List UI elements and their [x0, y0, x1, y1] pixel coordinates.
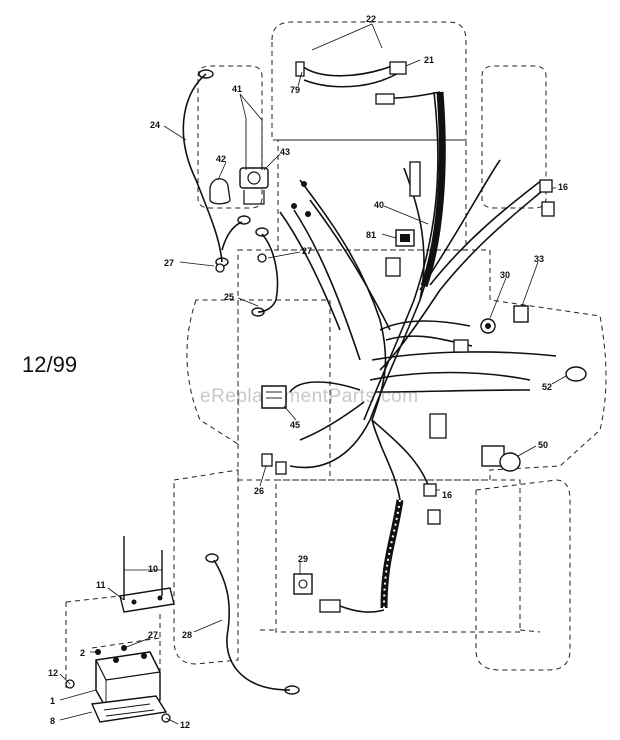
- callout-33: 33: [534, 254, 544, 264]
- callout-30: 30: [500, 270, 510, 280]
- switch-16-upper: [539, 179, 555, 217]
- callout-16b: 16: [442, 490, 452, 500]
- solenoid-43: [239, 118, 269, 205]
- date-code: 12/99: [22, 352, 78, 377]
- connector-52: [565, 366, 587, 382]
- callout-40: 40: [374, 200, 384, 210]
- callout-28: 28: [182, 630, 192, 640]
- fuse-holder: [429, 339, 469, 439]
- callout-16a: 16: [558, 182, 568, 192]
- callout-2: 2: [80, 648, 85, 658]
- callout-50: 50: [538, 440, 548, 450]
- tractor-outline: [173, 21, 607, 671]
- callout-45: 45: [290, 420, 300, 430]
- callout-10: 10: [148, 564, 158, 574]
- callout-41: 41: [232, 84, 242, 94]
- boot-42: [209, 178, 231, 205]
- callout-29: 29: [298, 554, 308, 564]
- callout-22: 22: [366, 14, 376, 24]
- wiring-harness: [279, 91, 557, 501]
- connector-26: [261, 453, 287, 475]
- callout-52: 52: [542, 382, 552, 392]
- callout-27b: 27: [302, 246, 312, 256]
- switch-29: [293, 573, 313, 595]
- callout-25: 25: [224, 292, 234, 302]
- battery-bracket-dash: [65, 595, 161, 700]
- callout-27c: 27: [148, 630, 158, 640]
- switch-33: [513, 305, 529, 323]
- callouts: 22 21 79 41 24 42 43 27 27 25 40 81 16 3…: [48, 14, 568, 730]
- callout-24: 24: [150, 120, 160, 130]
- switch-16-lower: [423, 483, 441, 525]
- leader-lines: [59, 23, 567, 725]
- switch-30: [480, 318, 496, 334]
- callout-43: 43: [280, 147, 290, 157]
- rods-10: [123, 536, 163, 600]
- callout-12b: 12: [180, 720, 190, 730]
- ignition-switch-50: [481, 445, 521, 472]
- callout-21: 21: [424, 55, 434, 65]
- module-45: [261, 385, 287, 409]
- callout-79: 79: [290, 85, 300, 95]
- hold-down-11: [119, 587, 175, 613]
- relay-81: [395, 229, 415, 247]
- callout-1: 1: [50, 696, 55, 706]
- ground-cable-25: [251, 227, 279, 317]
- battery-cable-24: [182, 69, 251, 267]
- connector-40: [385, 161, 421, 277]
- battery-cable-28: [205, 553, 300, 695]
- callout-81: 81: [366, 230, 376, 240]
- connector-rear: [319, 599, 385, 613]
- battery-tray-8: [90, 695, 168, 723]
- callout-11: 11: [96, 580, 106, 590]
- harness-loom: [380, 91, 446, 609]
- callout-26: 26: [254, 486, 264, 496]
- callout-12a: 12: [48, 668, 58, 678]
- callout-8: 8: [50, 716, 55, 726]
- headlight-connectors-21: [295, 61, 441, 105]
- callout-27a: 27: [164, 258, 174, 268]
- callout-42: 42: [216, 154, 226, 164]
